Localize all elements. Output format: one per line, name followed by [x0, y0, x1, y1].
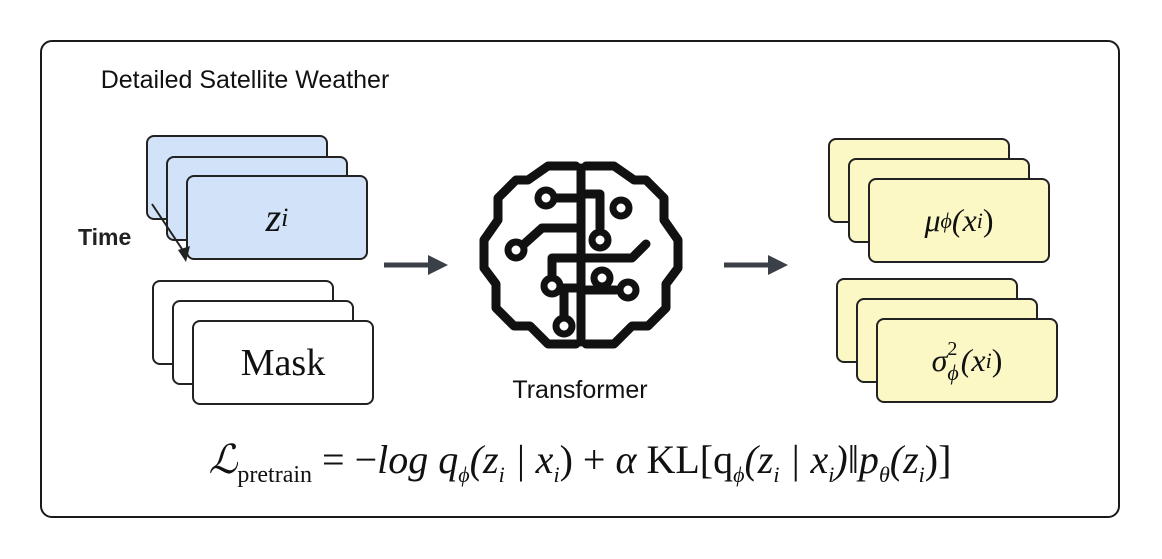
formula-log-q: log q [377, 437, 459, 482]
formula-arg-2: (z [744, 437, 774, 482]
formula-arg-1: (z [469, 437, 499, 482]
variance-argument: (x [960, 342, 986, 378]
mean-subscript: ϕ [940, 207, 952, 233]
transformer-label: Transformer [512, 376, 648, 404]
input-title: Detailed Satellite Weather [100, 66, 390, 94]
mean-symbol: μ [924, 202, 941, 238]
variance-argument-subscript: i [985, 347, 992, 373]
variance-subscript: ϕ [947, 359, 959, 385]
formula-i-2: i [553, 462, 560, 487]
formula-phi-2: ϕ [733, 462, 745, 487]
formula-i-1: i [498, 462, 505, 487]
input-variable-subscript: i [281, 202, 289, 232]
formula-i-5: i [918, 462, 925, 487]
arrow-to-transformer [384, 255, 448, 275]
formula-given-2: | x [779, 437, 829, 482]
loss-subscript: pretrain [237, 462, 313, 488]
formula-close: )] [924, 437, 952, 482]
pretrain-loss-formula: ℒpretrain = −log qϕ(zi | xi) + α KL[qϕ(z… [54, 436, 1106, 489]
formula-i-4: i [828, 462, 835, 487]
mask-card-front: Mask [192, 320, 374, 405]
mean-close: ) [982, 202, 994, 238]
formula-equals: = − [312, 437, 378, 482]
time-arrow [151, 203, 190, 262]
formula-norm-p: )‖p [834, 437, 879, 482]
formula-given-1: | x [504, 437, 554, 482]
formula-kl: KL[q [636, 437, 734, 482]
variance-symbol: σ [931, 342, 948, 378]
mean-argument: (x [951, 202, 977, 238]
formula-i-3: i [773, 462, 780, 487]
mask-label: Mask [240, 341, 326, 384]
variance-superscript: 2 [947, 337, 958, 360]
formula-phi-1: ϕ [458, 462, 470, 487]
mean-argument-subscript: i [976, 207, 983, 233]
brain-circuit-icon [479, 161, 683, 349]
input-variable: z [265, 195, 282, 240]
formula-arg-3: (z [889, 437, 919, 482]
time-label: Time [78, 224, 132, 250]
variance-close: ) [991, 342, 1003, 378]
arrow-to-outputs [724, 255, 788, 275]
loss-symbol: ℒ [208, 437, 238, 482]
formula-theta: θ [878, 462, 890, 487]
formula-alpha: α [615, 437, 637, 482]
formula-plus: ) + [559, 437, 616, 482]
